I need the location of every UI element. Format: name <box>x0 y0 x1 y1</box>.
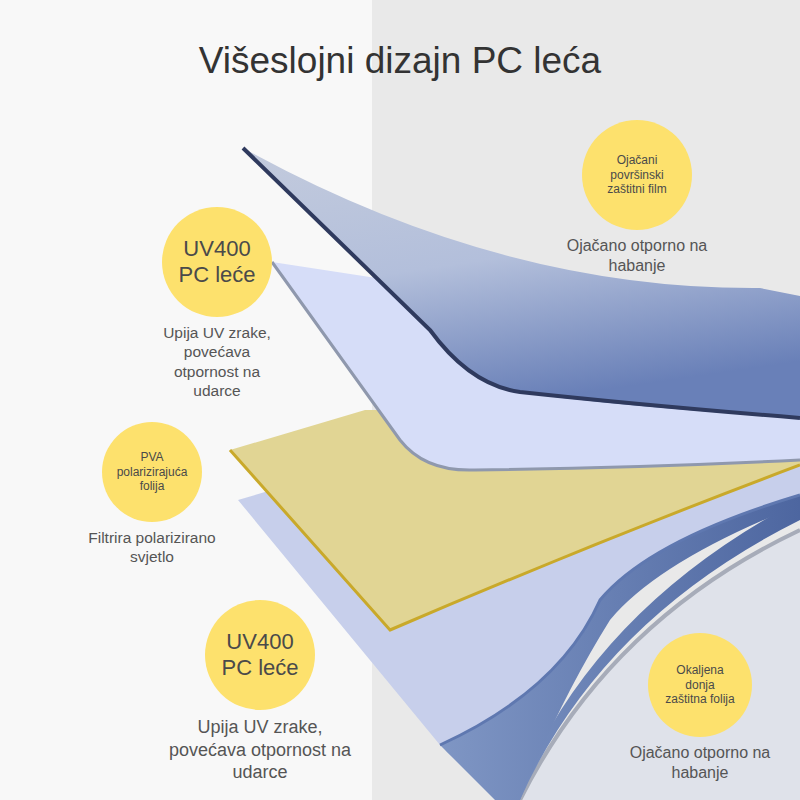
layer-description: Ojačano otporno na habanje <box>550 236 725 276</box>
layer-callout: UV400 PC lećeUpija UV zrake, povećava ot… <box>160 600 360 784</box>
layer-callout: Ojačani površinski zaštitni filmOjačano … <box>550 120 725 276</box>
layer-name: PVA polarizirajuća folija <box>112 450 192 493</box>
layer-callout: PVA polarizirajuća folijaFiltrira polari… <box>72 422 232 567</box>
yellow-circle: UV400 PC leće <box>162 207 272 317</box>
layer-name: Ojačani površinski zaštitni film <box>596 153 678 196</box>
layer-description: Ojačano otporno na habanje <box>615 743 785 783</box>
layer-description: Filtrira polarizirano svjetlo <box>72 528 232 567</box>
layer-callout: Okaljena donja zaštitna folijaOjačano ot… <box>615 633 785 783</box>
layer-description: Upija UV zrake, povećava otpornost na ud… <box>150 323 285 401</box>
layer-name: UV400 PC leće <box>213 629 307 682</box>
yellow-circle: UV400 PC leće <box>205 600 315 710</box>
layer-description: Upija UV zrake, povećava otpornost na ud… <box>160 716 360 784</box>
layer-callout: UV400 PC lećeUpija UV zrake, povećava ot… <box>150 207 285 401</box>
layer-name: Okaljena donja zaštitna folija <box>664 663 736 706</box>
layer-name: UV400 PC leće <box>170 236 264 289</box>
yellow-circle: Okaljena donja zaštitna folija <box>648 633 752 737</box>
yellow-circle: PVA polarizirajuća folija <box>102 422 202 522</box>
yellow-circle: Ojačani površinski zaštitni film <box>582 120 692 230</box>
diagram-title: Višeslojni dizajn PC leća <box>0 40 800 82</box>
